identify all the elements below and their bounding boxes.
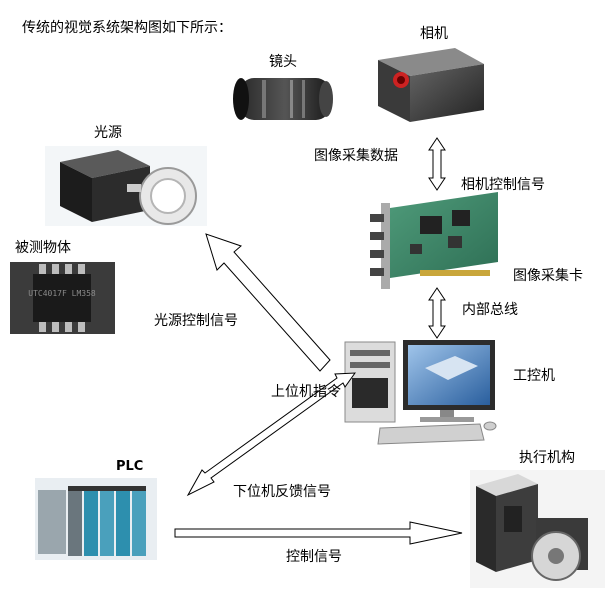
upper-command-label: 上位机指令 [271,384,341,400]
arrow-card-ipc [428,287,446,339]
capture-card-image [370,192,498,289]
arrow-ipc-plc [186,372,357,497]
arrow-plc-actuator [174,521,463,545]
ipc-image [344,340,497,445]
capture-card-label: 图像采集卡 [513,268,583,284]
control-signal-label: 控制信号 [286,549,342,565]
light-source-image [45,146,207,226]
arrow-camera-card [428,137,446,191]
lens-image [233,78,333,120]
actuator-label: 执行机构 [519,450,575,466]
camera-image [378,48,484,122]
chip-marking: UTC4017F LM358 [28,289,96,298]
arrow-ipc-light [205,233,331,372]
plc-image [35,478,157,560]
lens-label: 镜头 [269,54,297,70]
image-data-label: 图像采集数据 [314,148,398,164]
light-control-label: 光源控制信号 [154,313,238,329]
camera-control-label: 相机控制信号 [461,177,545,193]
arrows [174,137,463,545]
diagram-heading: 传统的视觉系统架构图如下所示： [22,20,232,36]
ipc-label: 工控机 [513,368,555,384]
actuator-image [470,470,605,588]
light-source-label: 光源 [94,125,122,141]
internal-bus-label: 内部总线 [462,302,518,318]
lower-feedback-label: 下位机反馈信号 [233,484,331,500]
object-chip-image: UTC4017F LM358 [10,262,115,334]
object-label: 被测物体 [15,240,71,256]
plc-label: PLC [116,459,144,474]
camera-label: 相机 [420,26,448,42]
